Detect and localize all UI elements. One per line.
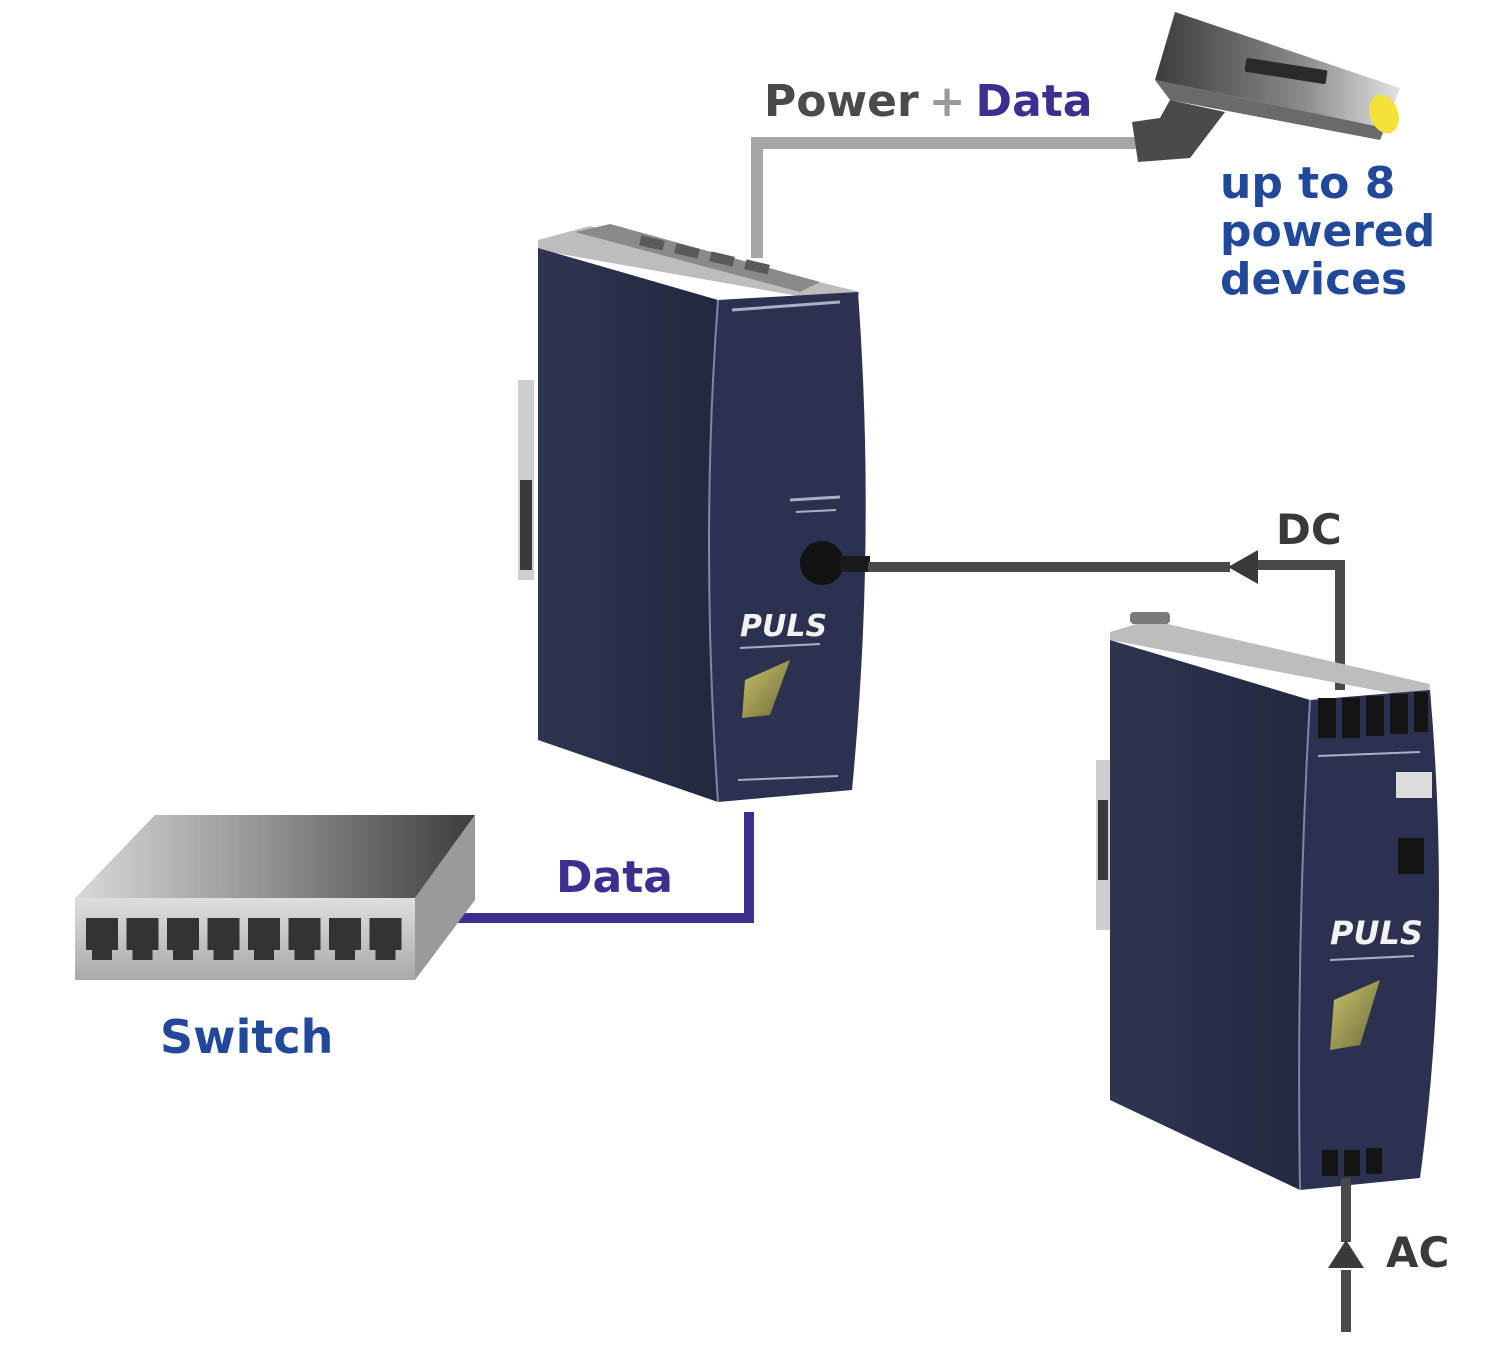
switch-port — [207, 918, 240, 960]
switch-port — [288, 918, 321, 960]
switch-port — [329, 918, 361, 960]
power-data-cable — [751, 137, 1140, 258]
powered-devices-label: up to 8 powered devices — [1220, 160, 1480, 304]
devices-line-3: devices — [1220, 254, 1408, 305]
data-label-top: Data — [975, 76, 1093, 127]
devices-line-1: up to 8 — [1220, 158, 1396, 209]
power-label: Power — [764, 76, 919, 127]
plus-sign: + — [928, 76, 966, 127]
switch-ports — [86, 918, 402, 960]
camera-icon — [1132, 12, 1400, 162]
switch-port — [248, 918, 280, 960]
power-data-label: Power+Data — [764, 76, 1093, 127]
data-label: Data — [556, 852, 673, 903]
power-supply-device: PULS — [1096, 612, 1439, 1191]
switch-label: Switch — [160, 1010, 334, 1064]
switch-port — [126, 918, 159, 960]
switch-port — [167, 918, 199, 960]
poe-injector-logo: PULS — [740, 609, 827, 644]
power-supply-logo: PULS — [1330, 914, 1423, 952]
devices-line-2: powered — [1220, 206, 1436, 257]
switch-port — [369, 918, 402, 960]
ac-cable — [1328, 1178, 1364, 1332]
switch-port — [86, 918, 118, 960]
switch-icon — [75, 815, 475, 980]
data-cable — [452, 812, 754, 923]
ac-arrow-icon — [1328, 1240, 1364, 1268]
dc-cable — [868, 550, 1345, 690]
ac-label: AC — [1386, 1228, 1450, 1277]
dc-label: DC — [1276, 505, 1342, 554]
poe-injector-device: PULS — [518, 224, 870, 803]
dc-arrow-icon — [1228, 550, 1258, 584]
